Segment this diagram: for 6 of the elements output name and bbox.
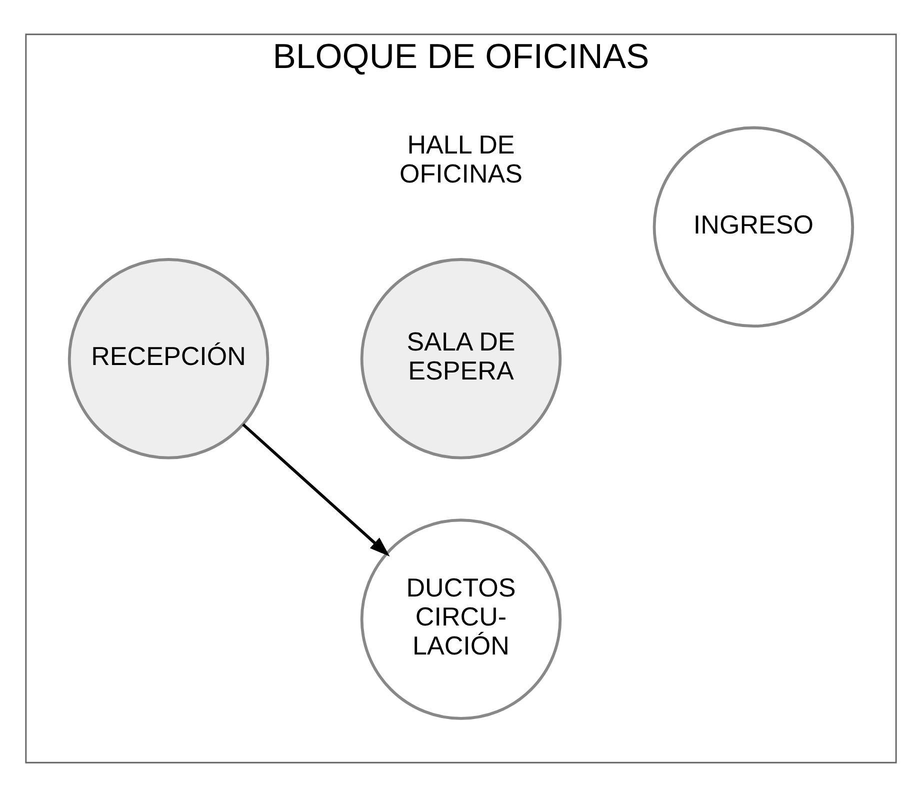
- label: HALL DE OFICINAS: [399, 129, 523, 188]
- node-circle: SALA DE ESPERA: [360, 258, 562, 459]
- arrow: [242, 422, 390, 556]
- node-circle: DUCTOS CIRCU- LACIÓN: [360, 518, 562, 720]
- node-circle: INGRESO: [652, 126, 854, 328]
- node-circle: RECEPCIÓN: [68, 258, 270, 459]
